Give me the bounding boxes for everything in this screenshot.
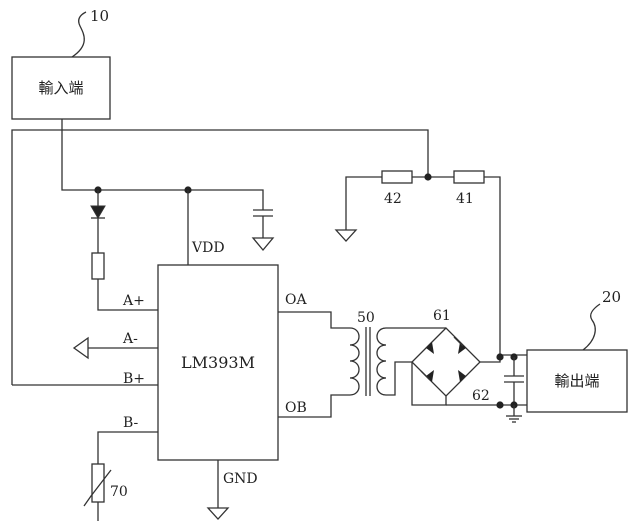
junction-dot	[496, 401, 504, 409]
a-plus-wire	[97, 279, 158, 311]
ground-icon	[72, 336, 89, 360]
bridge-rectifier-61	[411, 327, 481, 397]
ob-label: OB	[285, 400, 307, 416]
pin-a-minus-label: A-	[122, 331, 138, 347]
bridge-loop-wire	[411, 362, 447, 406]
rectifier-label: 61	[433, 308, 451, 324]
diode-icon	[426, 342, 434, 354]
diode-icon	[458, 342, 466, 354]
divider-ground-wire	[345, 176, 382, 230]
thermistor-icon	[91, 463, 105, 503]
output-block: 輸出端	[526, 349, 628, 413]
junction-dot	[424, 173, 432, 181]
output-block-label: 輸出端	[554, 372, 599, 390]
input-block: 輸入端	[11, 56, 111, 120]
diode-icon	[426, 370, 434, 382]
b-minus-wire	[97, 431, 158, 464]
decoupling-capacitor	[253, 209, 273, 238]
transformer-50	[349, 327, 387, 396]
pin-b-minus-label: B-	[123, 415, 139, 431]
r41-label: 41	[456, 191, 474, 207]
vdd-label: VDD	[191, 240, 225, 256]
ground-icon	[334, 229, 358, 242]
secondary-bottom-wire	[386, 361, 412, 396]
resistor-41	[453, 170, 485, 184]
r42-label: 42	[384, 191, 402, 207]
divider-output-wire	[484, 176, 501, 355]
diode-icon	[458, 370, 466, 382]
input-leader-line	[71, 11, 87, 58]
ground-icon	[206, 507, 230, 520]
transformer-label: 50	[357, 310, 375, 326]
diode-icon	[90, 205, 106, 219]
pin-b-plus-label: B+	[123, 371, 145, 387]
ob-wire	[278, 394, 350, 418]
capacitor-label: 62	[472, 388, 490, 404]
thermistor-slash	[83, 469, 112, 507]
chip-label: LM393M	[181, 353, 255, 372]
ground-icon	[506, 415, 522, 423]
input-block-label: 輸入端	[38, 79, 83, 97]
output-ref-label: 20	[602, 288, 621, 306]
thermistor-label: 70	[110, 484, 128, 500]
input-ref-label: 10	[90, 7, 109, 25]
supply-rail	[61, 119, 264, 210]
resistor-icon	[91, 252, 105, 280]
oa-label: OA	[285, 292, 307, 308]
feedback-wire	[11, 129, 429, 385]
oa-wire	[278, 311, 350, 329]
pin-a-plus-label: A+	[122, 293, 145, 309]
ground-icon	[251, 237, 275, 252]
chip-lm393m: LM393M	[157, 264, 279, 461]
output-leader-line	[582, 303, 601, 351]
gnd-label: GND	[223, 471, 258, 487]
junction-dot	[496, 353, 504, 361]
resistor-42	[381, 170, 413, 184]
